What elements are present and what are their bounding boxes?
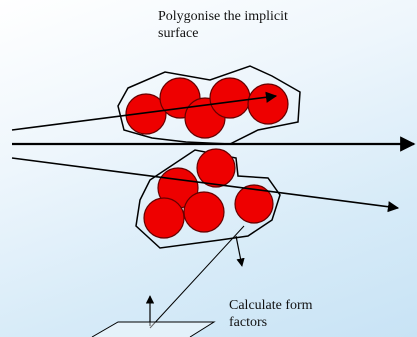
- sphere: [196, 148, 236, 188]
- caption-line: Polygonise the implicit: [158, 9, 288, 24]
- sphere: [183, 191, 225, 233]
- sphere: [143, 197, 185, 239]
- caption-line: factors: [229, 315, 268, 330]
- ray-arrow-lower: [11, 157, 400, 213]
- lower-cluster-outline: [135, 149, 281, 249]
- caption-line: Calculate form: [229, 298, 313, 313]
- caption-form-factors: Calculate form factors: [229, 297, 389, 331]
- upper-cluster-outline: [117, 65, 301, 145]
- normal-arrow-down: [235, 235, 245, 267]
- sphere: [125, 93, 167, 135]
- sphere: [234, 184, 274, 224]
- form-factor-line: [149, 225, 245, 329]
- surface-patch: [91, 321, 216, 337]
- sphere: [247, 83, 289, 125]
- caption-polygonise: Polygonise the implicit surface: [158, 8, 358, 42]
- ray-arrow-upper: [11, 91, 278, 131]
- caption-line: surface: [158, 26, 199, 41]
- upper-cluster-spheres: [125, 77, 289, 139]
- lower-cluster-spheres: [143, 148, 274, 239]
- sphere: [209, 77, 251, 119]
